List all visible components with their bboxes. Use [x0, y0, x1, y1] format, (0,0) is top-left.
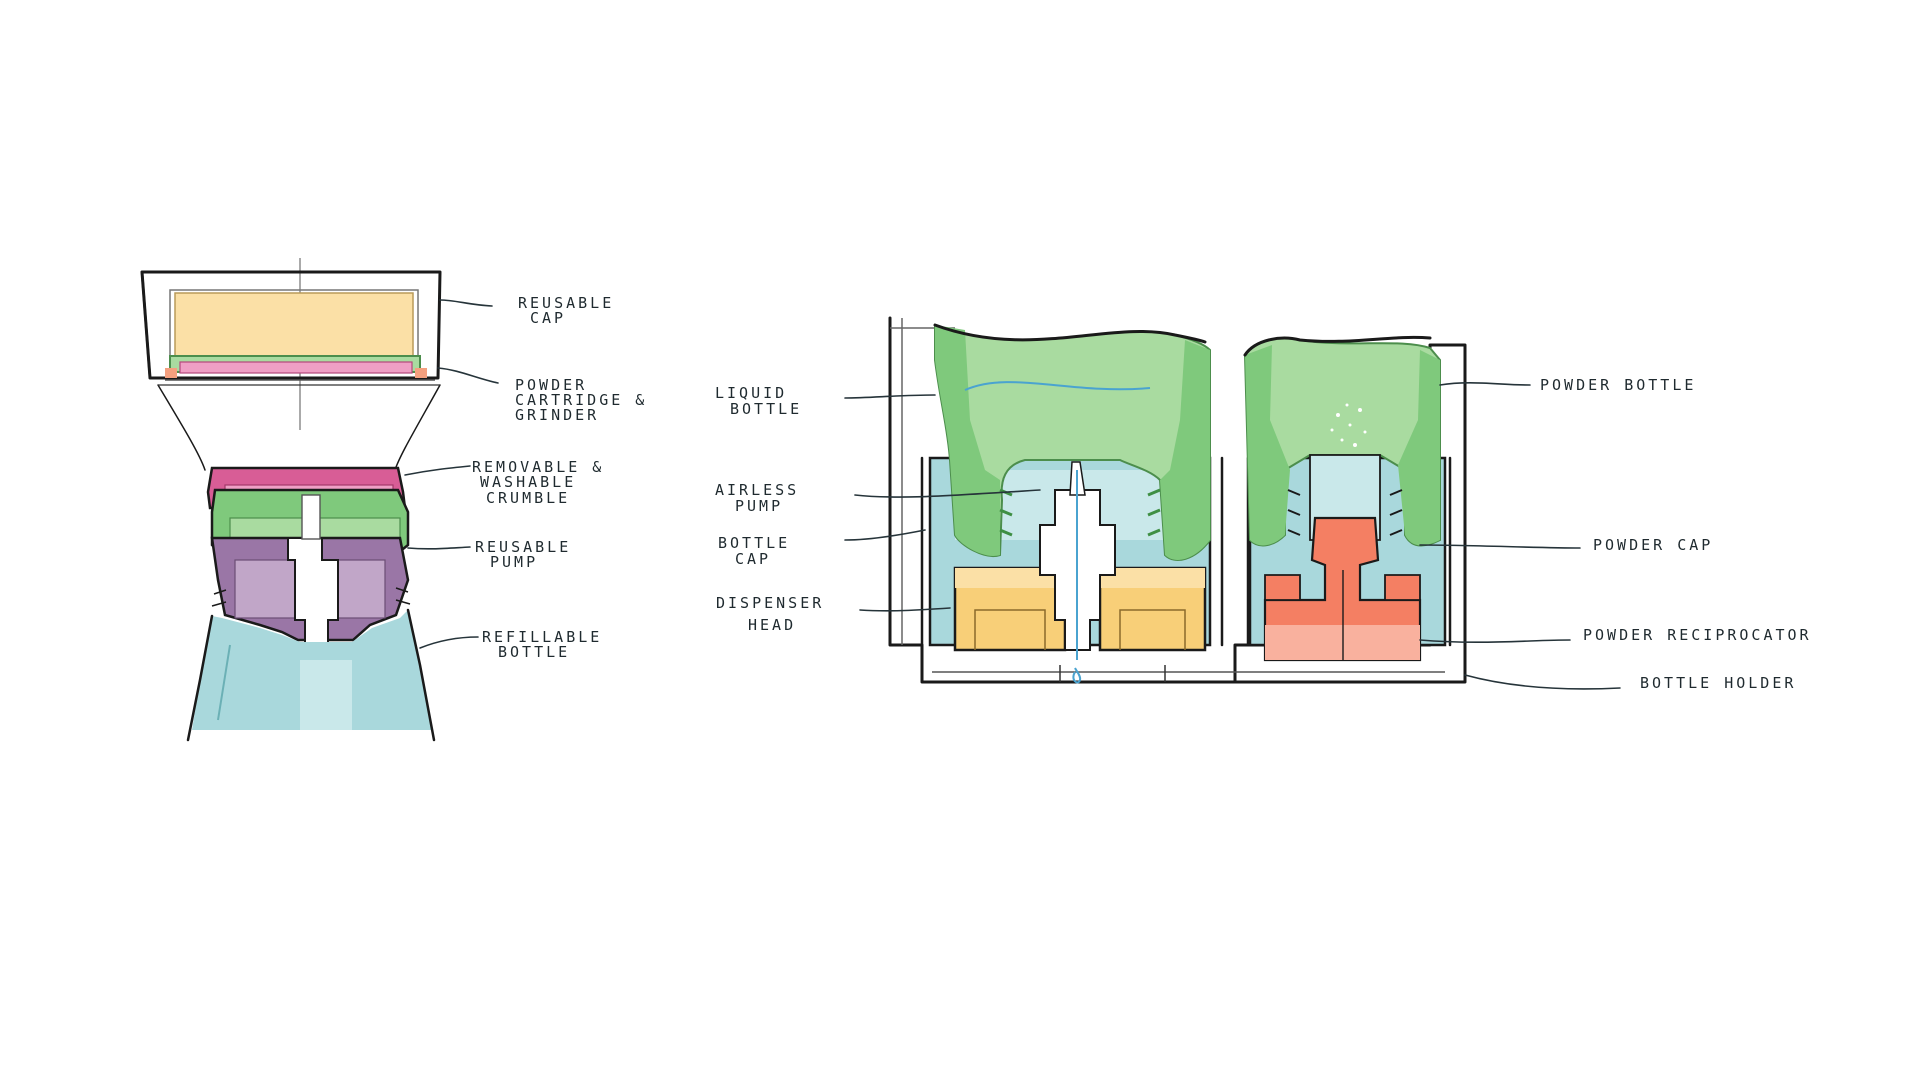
label-airless-pump: AIRLESS PUMP — [715, 481, 811, 515]
label-bottle-holder: BOTTLE HOLDER — [1640, 674, 1796, 692]
leader-powder-bottle — [1440, 383, 1530, 385]
label-dispenser-head: DISPENSER HEAD — [716, 594, 836, 634]
label-refillable-bottle: REFILLABLE BOTTLE — [482, 628, 614, 661]
leader-bottle-cap — [845, 530, 925, 540]
right-assembly: LIQUID BOTTLE AIRLESS PUMP BOTTLE CAP DI… — [715, 318, 1812, 692]
leader-reusable-pump — [408, 547, 470, 549]
left-assembly: REUSABLE CAP POWDER CARTRIDGE & GRINDER … — [142, 258, 659, 740]
label-reusable-pump: REUSABLE PUMP — [475, 538, 583, 571]
label-reusable-cap: REUSABLE CAP — [518, 294, 626, 327]
leader-reusable-cap — [440, 300, 492, 306]
leader-powder-cartridge — [438, 368, 498, 383]
label-powder-cartridge: POWDER CARTRIDGE & GRINDER — [515, 376, 659, 424]
label-powder-reciprocator: POWDER RECIPROCATOR — [1583, 626, 1812, 644]
leader-removable-crumble — [405, 466, 470, 475]
leader-refillable-bottle — [420, 637, 478, 648]
label-removable-crumble: REMOVABLE & WASHABLE CRUMBLE — [472, 458, 616, 507]
label-powder-cap: POWDER CAP — [1593, 536, 1713, 554]
label-bottle-cap: BOTTLE CAP — [718, 534, 802, 568]
leader-bottle-holder — [1465, 675, 1620, 689]
label-powder-bottle: POWDER BOTTLE — [1540, 376, 1696, 394]
reusable-cap-fill — [175, 293, 413, 358]
label-liquid-bottle: LIQUID BOTTLE — [715, 384, 802, 418]
